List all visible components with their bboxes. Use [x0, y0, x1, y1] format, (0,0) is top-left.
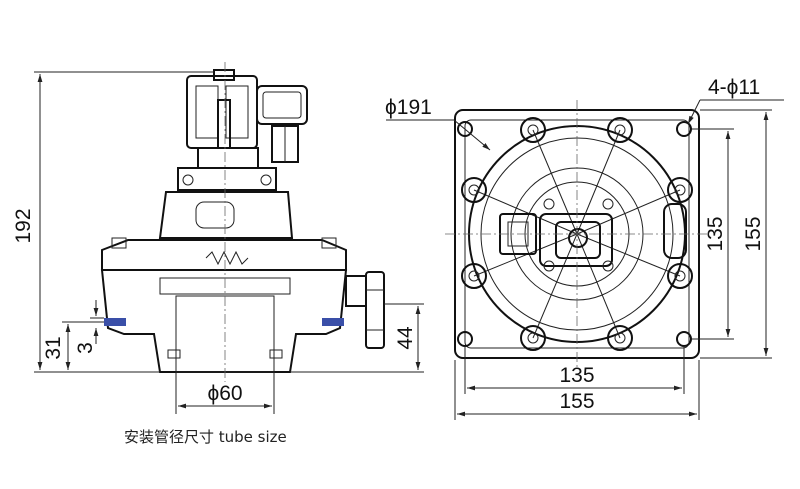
- height-3-label: 3: [74, 342, 97, 354]
- seal-right: [322, 318, 344, 326]
- mount-hole-tr: [676, 121, 692, 137]
- diameter-191-label: ϕ191: [385, 96, 432, 119]
- height-192-label: 192: [12, 208, 35, 243]
- side-port: [663, 203, 687, 259]
- front-view: ϕ191 4-ϕ11 135 155 135 155: [385, 76, 784, 420]
- mount-hole-tl: [457, 121, 473, 137]
- seal-left: [104, 318, 126, 326]
- height-31-label: 31: [42, 336, 65, 359]
- holes-label: 4-ϕ11: [708, 76, 760, 99]
- cover-bolts: [461, 117, 693, 351]
- vertical-135-label: 135: [704, 216, 727, 251]
- horizontal-155-label: 155: [559, 390, 594, 413]
- caption: 安装管径尺寸 tube size: [124, 428, 287, 446]
- height-44-label: 44: [394, 326, 417, 350]
- pilot-housing: [539, 213, 613, 267]
- side-view: 192 31 3 44 ϕ60 安装管径尺寸 tube size: [12, 62, 424, 446]
- diameter-60-label: ϕ60: [207, 382, 242, 405]
- vertical-155-label: 155: [742, 216, 765, 251]
- horizontal-135-label: 135: [559, 364, 594, 387]
